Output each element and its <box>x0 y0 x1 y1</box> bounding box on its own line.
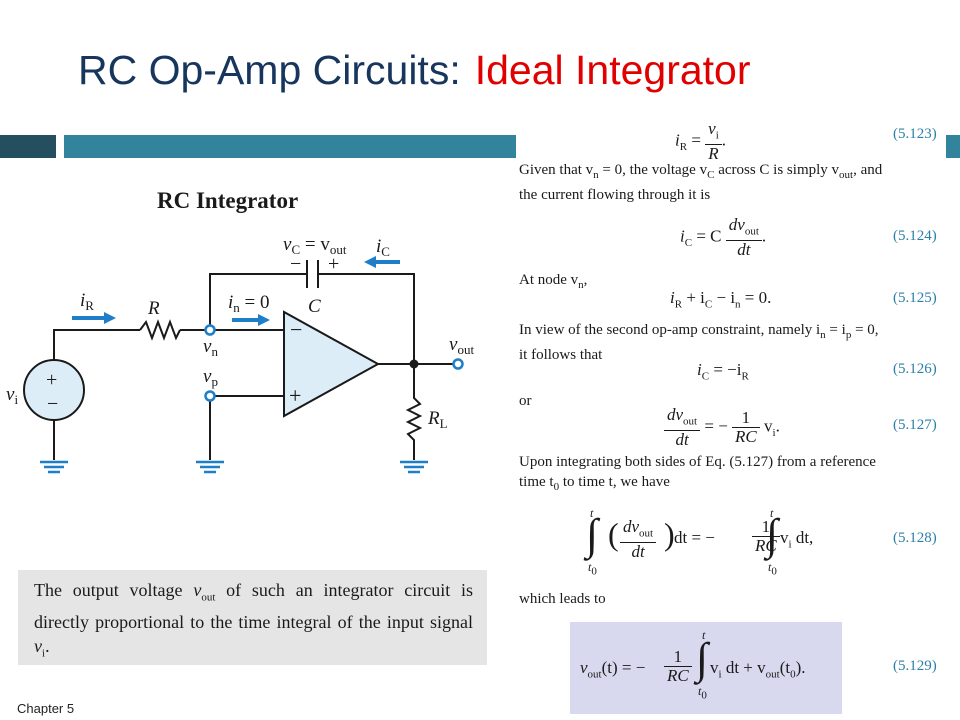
voltage-source <box>23 359 85 421</box>
caption-vi: v <box>34 635 42 656</box>
slide-title: RC Op-Amp Circuits: Ideal Integrator <box>78 50 751 91</box>
opamp-plus: + <box>289 383 301 408</box>
paragraph-leads: which leads to <box>519 591 606 607</box>
eq-number-5-126: (5.126) <box>893 361 937 377</box>
caption-v: v <box>193 580 202 600</box>
paragraph-view: In view of the second op-amp constraint,… <box>519 322 879 363</box>
output-junction <box>409 359 419 369</box>
header-bar-middle <box>64 135 516 158</box>
caption-text-b: of such an integrator circuit is directl… <box>34 580 473 632</box>
equation-5-125: iR + iC − in = 0. <box>670 288 772 311</box>
equation-5-126: iC = −iR <box>697 360 749 383</box>
eq-number-5-124: (5.124) <box>893 228 937 244</box>
cap-minus: − <box>290 253 301 275</box>
label-c: C <box>308 296 321 317</box>
caption-out: out <box>201 591 216 604</box>
cap-plus: + <box>328 253 339 275</box>
caption-text-a: The output voltage <box>34 580 194 600</box>
label-vp: vp <box>203 366 218 389</box>
eq-number-5-129: (5.129) <box>893 658 937 674</box>
label-rl: RL <box>427 408 448 431</box>
caption-box: The output voltage vout of such an integ… <box>18 570 487 665</box>
title-part-1: RC Op-Amp Circuits: <box>78 47 461 93</box>
title-part-2: Ideal Integrator <box>474 47 751 93</box>
ground-symbols <box>40 460 428 474</box>
label-ir: iR <box>80 290 94 313</box>
label-vn: vn <box>203 336 218 359</box>
caption-i: i <box>42 647 46 660</box>
source-plus: + <box>46 369 57 391</box>
paragraph-given: Given that vn = 0, the voltage vC across… <box>519 162 883 203</box>
rc-integrator-circuit: RC Integrator − + + − <box>6 188 474 474</box>
label-ic: iC <box>376 236 390 259</box>
label-vout: vout <box>449 334 474 357</box>
opamp-triangle <box>283 310 381 418</box>
paragraph-upon: Upon integrating both sides of Eq. (5.12… <box>519 454 876 493</box>
eq-number-5-125: (5.125) <box>893 290 937 306</box>
circuit-heading: RC Integrator <box>157 188 298 213</box>
current-arrows <box>72 256 400 326</box>
circuit-nodes <box>204 324 464 402</box>
label-vc-vout: vC = vout <box>283 234 347 257</box>
paragraph-node: At node vn, <box>519 272 588 291</box>
footer-chapter: Chapter 5 <box>17 701 75 716</box>
header-bar-right <box>946 135 960 158</box>
opamp-minus: − <box>290 317 302 342</box>
caption-end: . <box>45 635 50 656</box>
source-minus: − <box>47 393 58 415</box>
circuit-wires <box>53 260 454 460</box>
label-r: R <box>147 298 160 319</box>
eq-number-5-127: (5.127) <box>893 417 937 433</box>
eq-number-5-128: (5.128) <box>893 530 937 546</box>
header-bar-left <box>0 135 56 158</box>
label-in: in = 0 <box>228 292 270 315</box>
eq-number-5-123: (5.123) <box>893 126 937 142</box>
label-vi: vi <box>6 384 18 407</box>
paragraph-or: or <box>519 393 532 409</box>
